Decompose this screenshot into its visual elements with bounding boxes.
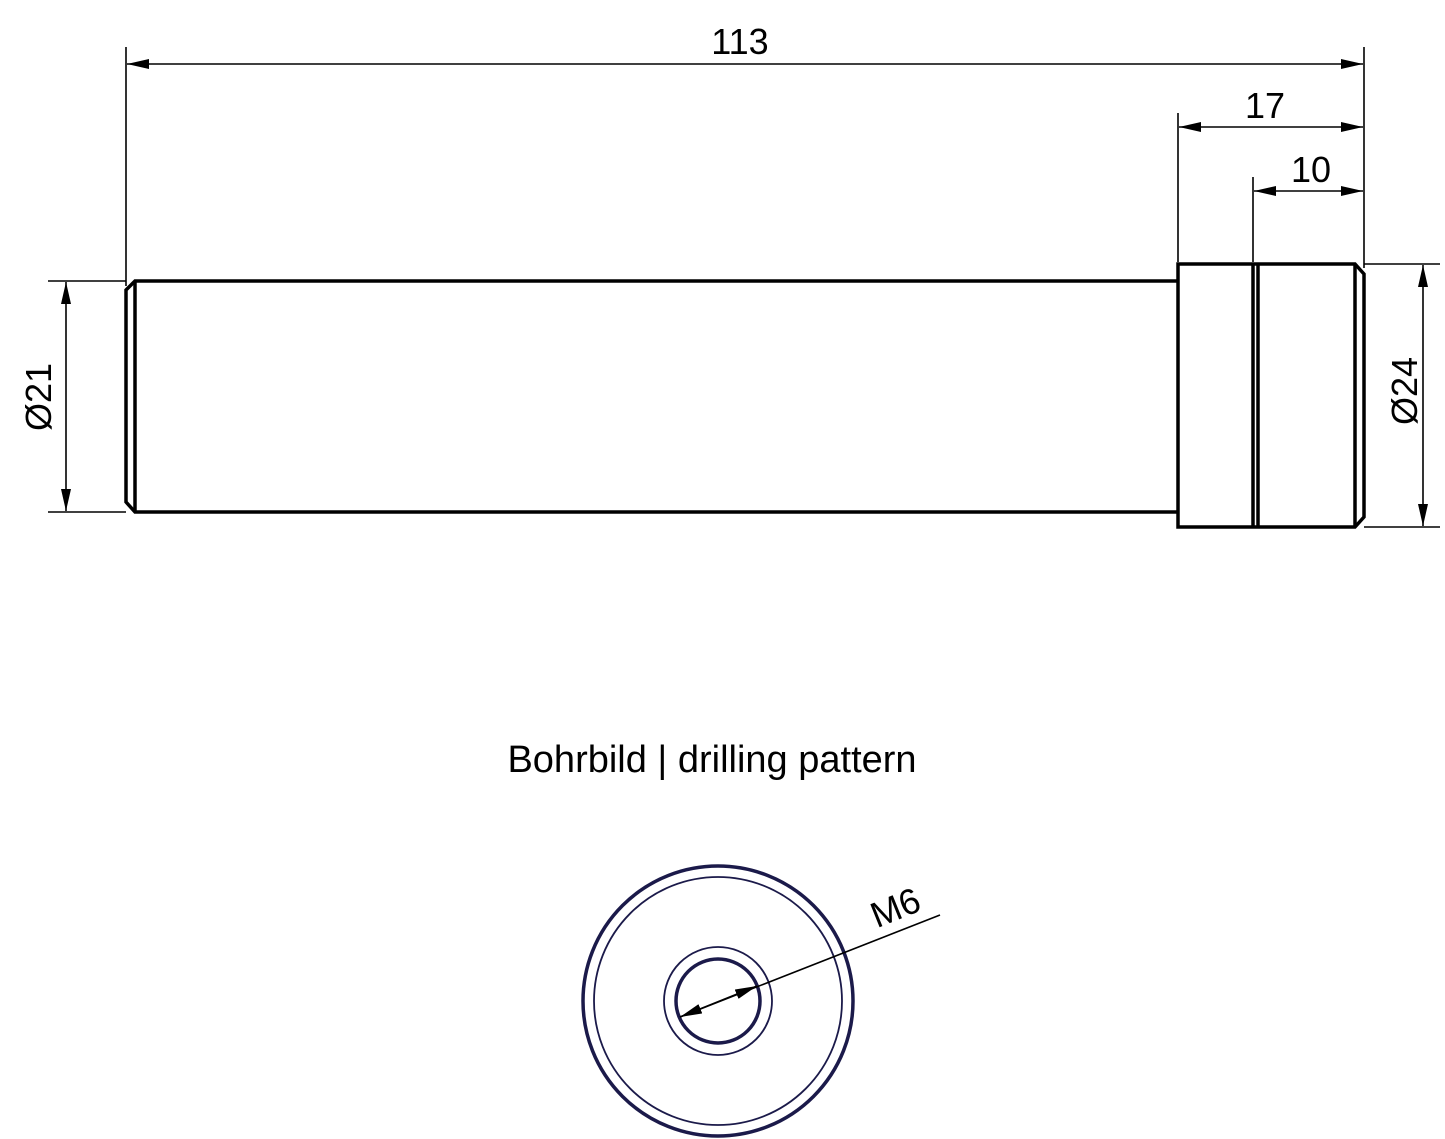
dimension-overall-length: 113	[125, 21, 1365, 286]
dimension-groove-offset: 10	[1252, 149, 1363, 262]
outer-ring-circle	[581, 864, 855, 1138]
thread-core-circle	[674, 957, 762, 1045]
shaft-outline	[124, 279, 1178, 514]
dimension-head-diameter: Ø24	[1364, 263, 1440, 528]
head-outline	[1176, 262, 1366, 529]
head-diameter-label: Ø24	[1384, 357, 1425, 425]
thread-dimension-arrows	[679, 985, 758, 1018]
drilling-pattern-view: M6	[581, 864, 941, 1138]
thread-size-label: M6	[864, 879, 926, 936]
shaft-diameter-label: Ø21	[18, 363, 59, 431]
pin-side-view	[124, 262, 1366, 529]
thread-outer-circle	[663, 946, 773, 1056]
groove-offset-label: 10	[1291, 149, 1331, 190]
dimension-shaft-diameter: Ø21	[18, 280, 126, 513]
drilling-pattern-caption: Bohrbild | drilling pattern	[507, 739, 916, 781]
head-length-label: 17	[1245, 85, 1285, 126]
dimension-head-length: 17	[1177, 85, 1363, 262]
overall-length-label: 113	[711, 21, 768, 62]
outer-inner-circle	[593, 876, 843, 1126]
